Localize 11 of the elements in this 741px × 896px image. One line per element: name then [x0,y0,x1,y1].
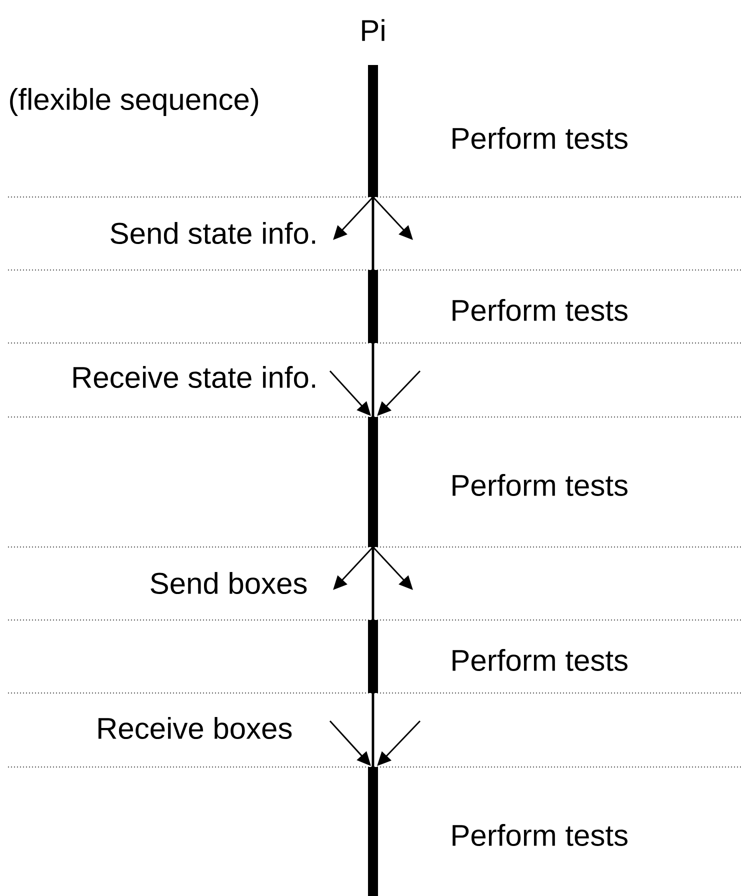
phase-label: Perform tests [452,649,628,672]
phase-label: Perform tests [452,127,628,149]
phase-label: Perform tests [452,474,628,496]
process-title: Pi [362,19,384,41]
phase-label: Perform tests [452,299,628,321]
message-label: Receive state info. [73,366,316,388]
message-label: Receive boxes [98,717,292,740]
message-label: Send boxes [150,572,307,594]
phase-label: Perform tests [452,824,628,846]
message-label: Send state info. [110,222,316,244]
annotation: (flexible sequence) [10,88,258,116]
